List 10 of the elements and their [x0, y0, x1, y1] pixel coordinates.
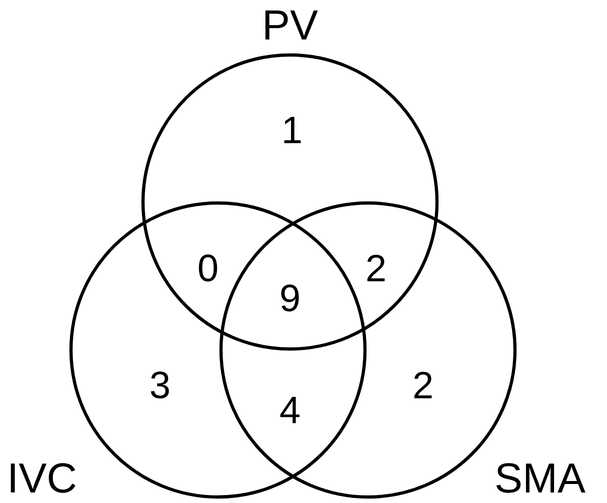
region-count: 2: [367, 254, 385, 282]
region-count: 3: [150, 372, 169, 398]
region-count: 2: [414, 372, 432, 398]
region-count: 9: [281, 284, 299, 312]
set-label: SMA: [496, 463, 586, 493]
region-count: 4: [280, 396, 300, 424]
region-count: 0: [198, 254, 218, 282]
region-count: 1: [284, 116, 301, 144]
set-label: IVC: [10, 463, 76, 493]
set-label: PV: [265, 10, 318, 40]
